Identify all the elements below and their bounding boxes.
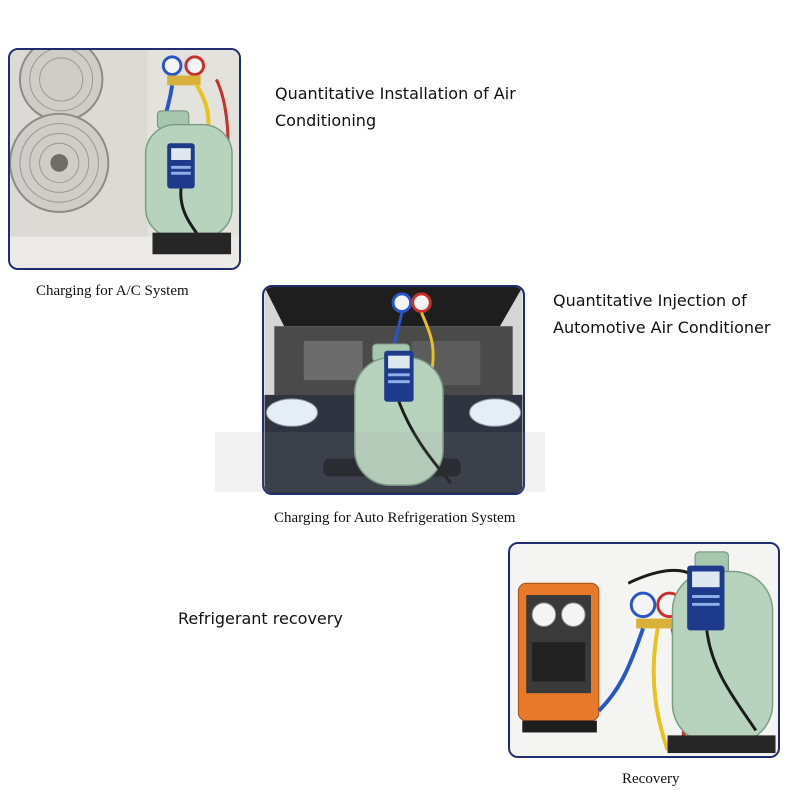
ac-label-line-2: Conditioning [275,111,377,130]
ac-installation-label: Quantitative Installation of Air Conditi… [275,80,535,134]
ac-label-line-1: Quantitative Installation of Air [275,84,516,103]
scale-platform [667,735,776,754]
electronic-scale-icon [384,350,414,402]
auto-label-line-2: Automotive Air Conditioner [553,318,771,337]
ac-outdoor-unit-fan-icon [10,50,110,213]
photo-recovery [508,542,780,758]
photo-auto-charging [262,285,525,495]
electronic-scale-icon [167,143,195,189]
recovery-label-line-1: Refrigerant recovery [178,609,343,628]
recovery-illustration [510,544,778,756]
ac-charging-illustration [10,50,239,268]
manifold-gauge-icon [391,292,432,313]
auto-label-line-1: Quantitative Injection of [553,291,747,310]
electronic-scale-icon [687,565,725,631]
recovery-label: Refrigerant recovery [178,605,418,632]
auto-charging-illustration [264,287,523,493]
auto-injection-label: Quantitative Injection of Automotive Air… [553,287,793,341]
auto-caption: Charging for Auto Refrigeration System [274,510,516,526]
recovery-caption: Recovery [622,771,680,787]
photo-ac-charging [8,48,241,270]
recovery-machine-icon [517,582,600,733]
manifold-gauge-icon [161,55,206,86]
ac-caption: Charging for A/C System [36,283,189,299]
scale-platform [152,232,232,255]
